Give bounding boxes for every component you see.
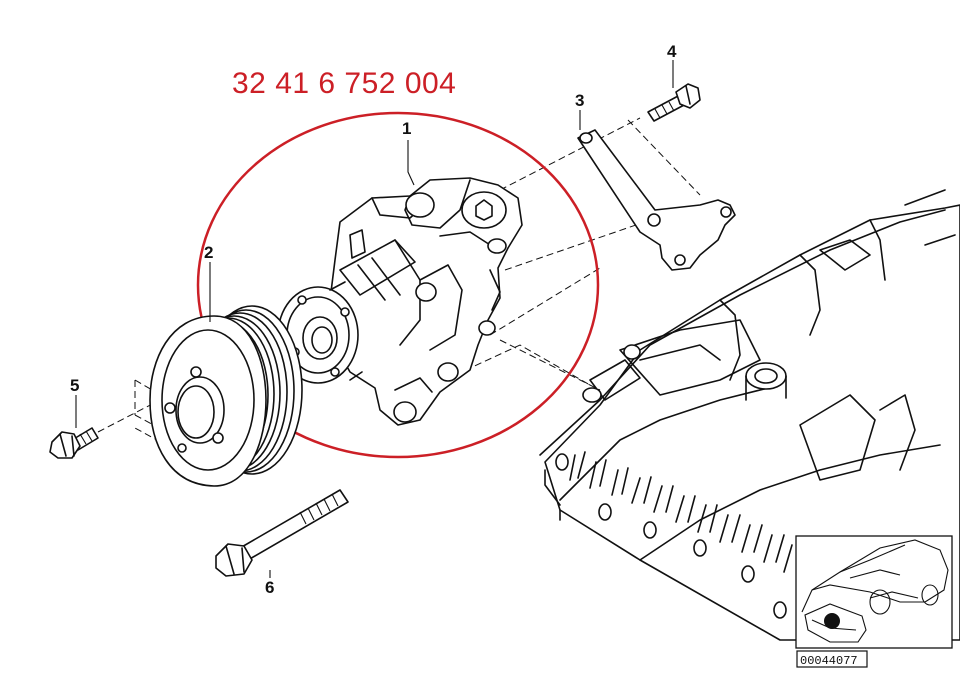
diagram-reference-id: 00044077 — [800, 654, 858, 668]
power-steering-pump — [277, 177, 523, 426]
mounting-bracket — [577, 129, 736, 271]
oil-pan — [539, 189, 960, 641]
callout-5: 5 — [70, 376, 79, 395]
highlight-circle — [196, 111, 600, 459]
long-bolt — [215, 489, 349, 577]
leader-lines — [75, 60, 674, 578]
bracket-bolt — [647, 83, 701, 122]
location-marker-dot — [824, 613, 840, 629]
callout-4: 4 — [667, 42, 677, 61]
pulley — [149, 305, 303, 487]
pulley-bolt — [49, 427, 99, 459]
callout-6: 6 — [265, 578, 274, 597]
callout-3: 3 — [575, 91, 584, 110]
callout-1: 1 — [402, 119, 411, 138]
callout-labels: 1 2 3 4 5 6 — [70, 42, 677, 597]
part-number-label: 32 41 6 752 004 — [232, 67, 456, 100]
callout-2: 2 — [204, 243, 213, 262]
vehicle-location-inset: 00044077 — [795, 535, 953, 668]
